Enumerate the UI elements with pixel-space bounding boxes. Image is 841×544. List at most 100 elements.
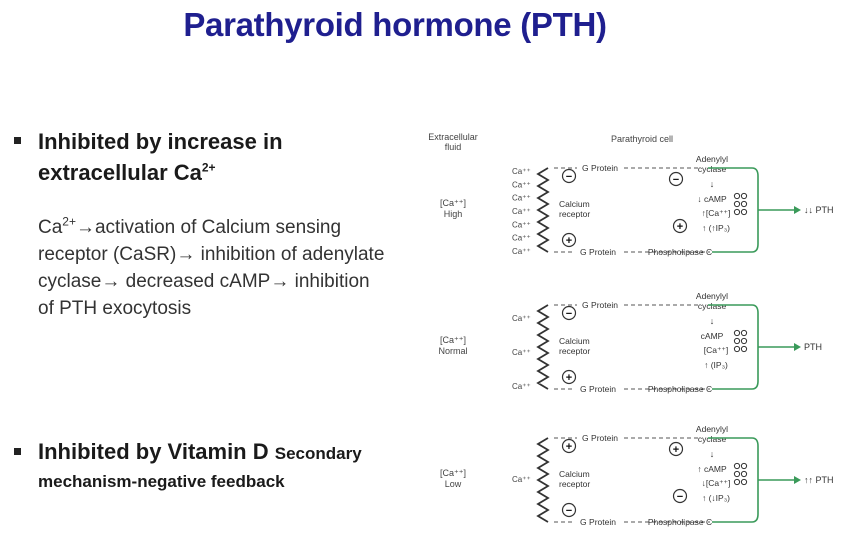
panel-3-ca-int: ↓[Ca⁺⁺] [702, 478, 731, 488]
panel-1-plc: Phospholipase C [648, 247, 712, 257]
panel-1-receptor-2: receptor [559, 209, 590, 219]
header-cell: Parathyroid cell [611, 134, 673, 144]
panel-1-cyclase-sign-circle [668, 171, 684, 187]
panel-3-vesicle-icon [740, 478, 748, 486]
panel-2-state-1: [Ca⁺⁺] [440, 335, 466, 345]
panel-2-down-arrow-icon: ↓ [710, 316, 715, 326]
panel-3-camp: ↑ cAMP [697, 464, 727, 474]
panel-3-g-bottom-sign: − [566, 505, 572, 517]
panel-2-ca-ion: Ca⁺⁺ [512, 382, 531, 391]
panel-3-cyclase-sign-circle [668, 441, 684, 457]
panel-3-receptor-2: receptor [559, 479, 590, 489]
panel-2-vesicle-icon [740, 329, 748, 337]
panel-1-vesicle-icon [733, 200, 741, 208]
panel-2-receptor-2: receptor [559, 346, 590, 356]
panel-1-ca-ion: Ca⁺⁺ [512, 167, 531, 176]
panel-3-ca-ion: Ca⁺⁺ [512, 475, 531, 484]
panel-2-vesicle-icon [733, 329, 741, 337]
panel-3-g-top-sign: + [566, 441, 572, 453]
bullet-calcium: Inhibited by increase in extracellular C… [14, 126, 368, 188]
panel-1-ca-int: ↑[Ca⁺⁺] [702, 208, 731, 218]
panel-3-output: ↑↑ PTH [804, 475, 834, 485]
panel-1-state-1: [Ca⁺⁺] [440, 198, 466, 208]
slide-title: Parathyroid hormone (PTH) [183, 6, 607, 43]
panel-2-plc: Phospholipase C [648, 384, 712, 394]
panel-1-receptor-membrane [536, 167, 550, 253]
panel-1-g-top-sign-circle [561, 168, 577, 184]
panel-1-plc-sign: + [677, 221, 683, 233]
panel-2-ca-ion: Ca⁺⁺ [512, 348, 531, 357]
panel-3-g-top-bg [577, 432, 623, 443]
panel-1-cyclase-2: cyclase [698, 164, 727, 174]
bullet-vitamin-d-secondary: Secondary [274, 444, 362, 463]
panel-2-ip3: ↑ (IP₃) [704, 360, 728, 370]
panel-1-g-top-label: G Protein [582, 163, 618, 173]
panel-2-g-bottom-label: G Protein [580, 384, 616, 394]
panel-1-ca-ion: Ca⁺⁺ [512, 180, 531, 189]
panel-1-output-arrow-icon [794, 206, 801, 214]
panel-3-output-arrow-icon [794, 476, 801, 484]
mechanism-text: →activation of Calcium sensing receptor … [38, 217, 385, 319]
panel-1-g-top-sign: − [566, 171, 572, 183]
panel-3-g-bottom-label: G Protein [580, 517, 616, 527]
panel-3-g-bottom-sign-circle [561, 502, 577, 518]
panel-1-cyclase-sign: − [673, 174, 679, 186]
panel-1-ca-ion: Ca⁺⁺ [512, 247, 531, 256]
panel-3-ip3: ↑ (↓IP₃) [702, 493, 730, 503]
panel-3-cyclase-1: Adenylyl [696, 424, 728, 434]
panel-1-state-2: High [444, 209, 463, 219]
panel-1-vesicle-icon [740, 208, 748, 216]
bullet-calcium-sup: 2+ [201, 160, 216, 175]
panel-3-vesicle-icon [740, 462, 748, 470]
bullet-vitamin-d-text: Inhibited by Vitamin D [38, 439, 269, 464]
panel-2-ca-int: [Ca⁺⁺] [704, 345, 729, 355]
panel-1-plc-sign-circle [672, 218, 688, 234]
panel-1-g-bottom-sign-circle [561, 232, 577, 248]
panel-2-output-arrow-icon [794, 343, 801, 351]
panel-1-vesicle-icon [740, 200, 748, 208]
panel-3-g-top-label: G Protein [582, 433, 618, 443]
bullet-vitamin-d-line2: mechanism-negative feedback [38, 472, 285, 491]
panel-2-g-top-sign: − [566, 308, 572, 320]
panel-3-receptor-1: Calcium [559, 469, 590, 479]
panel-1-ca-ion: Ca⁺⁺ [512, 220, 531, 229]
panel-3-state-1: [Ca⁺⁺] [440, 468, 466, 478]
panel-1-g-bottom-sign: + [566, 235, 572, 247]
panel-3-plc-sign-circle [672, 488, 688, 504]
panel-2-g-bottom-bg [572, 383, 622, 394]
mechanism-ca-sup: 2+ [62, 214, 76, 229]
panel-1-receptor-1: Calcium [559, 199, 590, 209]
panel-2-receptor-1: Calcium [559, 336, 590, 346]
panel-2-g-bottom-sign: + [566, 372, 572, 384]
panel-1-camp: ↓ cAMP [697, 194, 727, 204]
bullet-vitamin-d: Inhibited by Vitamin D Secondary mechani… [14, 436, 362, 494]
panel-2-cyclase-2: cyclase [698, 301, 727, 311]
panel-1-cyclase-1: Adenylyl [696, 154, 728, 164]
panel-1-ca-ion: Ca⁺⁺ [512, 234, 531, 243]
header-extracellular-2: fluid [445, 142, 462, 152]
panel-1-output: ↓↓ PTH [804, 205, 834, 215]
panel-1-vesicle-icon [733, 208, 741, 216]
panel-3-plc-sign: − [677, 491, 683, 503]
panel-3-cyclase-2: cyclase [698, 434, 727, 444]
panel-2-receptor-membrane [536, 304, 550, 390]
panel-2-vesicle-icon [740, 337, 748, 345]
panel-2-vesicle-icon [740, 345, 748, 353]
panel-2-camp: cAMP [701, 331, 724, 341]
panel-2-cyclase-1: Adenylyl [696, 291, 728, 301]
panel-1-g-bottom-bg [572, 246, 622, 257]
panel-1-ca-ion: Ca⁺⁺ [512, 207, 531, 216]
panel-3-down-arrow-icon: ↓ [710, 449, 715, 459]
panel-3-receptor-membrane [536, 437, 550, 523]
panel-1-ip3: ↑ (↑IP₃) [702, 223, 730, 233]
panel-3-g-bottom-bg [572, 516, 622, 527]
panel-3-vesicle-icon [733, 470, 741, 478]
panel-3-cyclase-sign: + [673, 444, 679, 456]
panel-1-ca-ion: Ca⁺⁺ [512, 194, 531, 203]
panel-2-g-top-bg [577, 299, 623, 310]
panel-1-vesicle-icon [733, 192, 741, 200]
bullet-square-icon [14, 448, 21, 455]
panel-3-state-2: Low [445, 479, 462, 489]
panel-2-state-2: Normal [438, 346, 467, 356]
